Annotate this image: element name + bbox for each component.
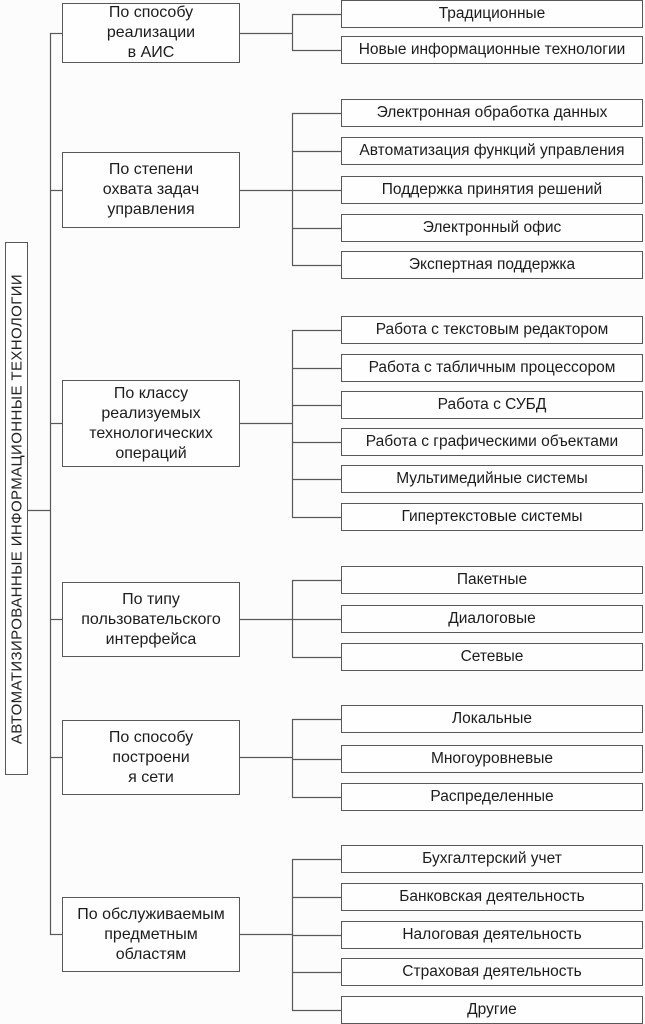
- category-label: По обслуживаемым предметным областям: [77, 905, 225, 963]
- leaf-multilevel: Многоуровневые: [341, 745, 643, 773]
- leaf-electronic-data-processing: Электронная обработка данных: [341, 99, 643, 127]
- root-label: АВТОМАТИЗИРОВАННЫЕ ИНФОРМАЦИОННЫЕ ТЕХНОЛ…: [8, 273, 25, 744]
- category-label: По способу реализации в АИС: [106, 4, 196, 61]
- leaf-hypertext-systems: Гипертекстовые системы: [341, 503, 643, 531]
- leaf-spreadsheet-processor: Работа с табличным процессором: [341, 354, 643, 382]
- leaf-accounting: Бухгалтерский учет: [341, 845, 643, 873]
- category-implementation-in-ais: По способу реализации в АИС: [62, 3, 240, 63]
- leaf-network: Сетевые: [341, 643, 643, 671]
- leaf-decision-support: Поддержка принятия решений: [341, 176, 643, 204]
- category-management-task-coverage: По степени охвата задач управления: [62, 152, 240, 228]
- leaf-expert-support: Экспертная поддержка: [341, 251, 643, 279]
- category-label: По степени охвата задач управления: [102, 161, 200, 218]
- leaf-graphic-objects: Работа с графическими объектами: [341, 428, 643, 456]
- leaf-dbms: Работа с СУБД: [341, 391, 643, 419]
- category-user-interface-type: По типу пользовательского интерфейса: [62, 582, 240, 657]
- leaf-banking: Банковская деятельность: [341, 883, 643, 911]
- leaf-other: Другие: [341, 996, 643, 1024]
- leaf-tax: Налоговая деятельность: [341, 921, 643, 949]
- leaf-electronic-office: Электронный офис: [341, 214, 643, 242]
- leaf-insurance: Страховая деятельность: [341, 958, 643, 986]
- leaf-text-editor: Работа с текстовым редактором: [341, 316, 643, 344]
- category-label: По классу реализуемых технологических оп…: [89, 384, 213, 462]
- category-label: По способу построени я сети: [108, 728, 194, 786]
- category-technological-operations-class: По классу реализуемых технологических оп…: [62, 380, 240, 467]
- category-served-subject-areas: По обслуживаемым предметным областям: [62, 897, 240, 972]
- leaf-new-information-technologies: Новые информационные технологии: [341, 36, 643, 64]
- leaf-multimedia-systems: Мультимедийные системы: [341, 465, 643, 493]
- leaf-management-functions-automation: Автоматизация функций управления: [341, 137, 643, 165]
- leaf-distributed: Распределенные: [341, 783, 643, 811]
- leaf-traditional: Традиционные: [341, 0, 643, 28]
- leaf-dialog: Диалоговые: [341, 605, 643, 633]
- leaf-batch: Пакетные: [341, 566, 643, 594]
- category-label: По типу пользовательского интерфейса: [81, 590, 221, 648]
- leaf-local: Локальные: [341, 705, 643, 733]
- category-network-construction-method: По способу построени я сети: [62, 720, 240, 795]
- root-box-automated-information-technologies: АВТОМАТИЗИРОВАННЫЕ ИНФОРМАЦИОННЫЕ ТЕХНОЛ…: [5, 242, 28, 775]
